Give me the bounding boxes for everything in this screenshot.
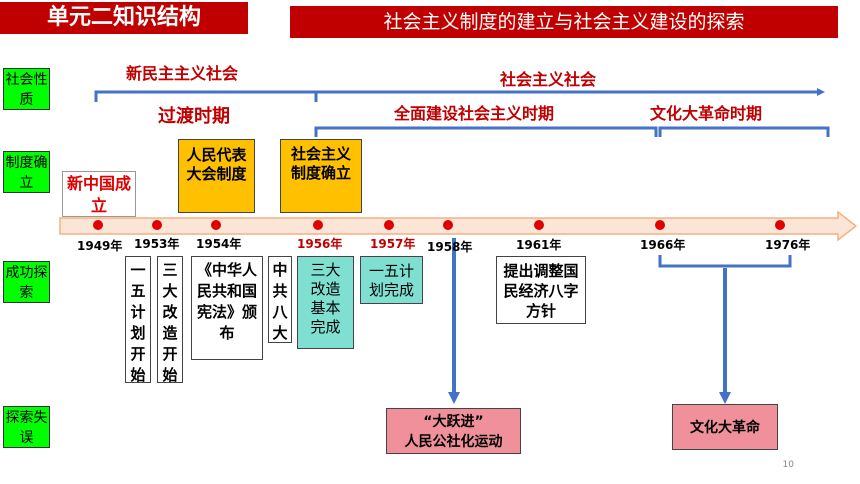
year-label: 1958年	[427, 240, 473, 254]
three-transformations-start-box: 三大改造开始	[157, 256, 183, 384]
row-label-success: 成功探索	[3, 261, 50, 303]
label-transition: 过渡时期	[158, 106, 230, 127]
new-democracy-bracket	[94, 90, 318, 102]
dot-1957	[384, 220, 394, 230]
three-transformations-done-box: 三大改造基本完成	[297, 256, 354, 349]
timeline-arrow	[59, 210, 858, 242]
cultural-period-bracket	[658, 126, 830, 137]
dot-1966	[655, 220, 665, 230]
five-year-plan-done-box: 一五计划完成	[360, 256, 423, 304]
dot-1949	[93, 220, 103, 230]
constitution-box: 《中华人民共和国宪法》颁布	[191, 256, 263, 360]
great-leap-label: “大跃进”	[423, 414, 484, 430]
dot-1958	[443, 220, 453, 230]
dot-1961	[534, 220, 544, 230]
year-label: 1953年	[134, 237, 180, 251]
year-label: 1966年	[640, 238, 686, 252]
founding-box: 新中国成立	[62, 171, 136, 217]
peoples-congress-box: 人民代表大会制度	[178, 139, 255, 213]
year-label: 1976年	[765, 238, 811, 252]
dot-1976	[775, 220, 785, 230]
five-year-plan-start-box: 一五计划开始	[125, 256, 151, 384]
year-label: 1957年	[370, 237, 416, 251]
dot-1956	[313, 220, 323, 230]
label-new-democracy: 新民主主义社会	[126, 64, 239, 83]
full-construction-bracket	[314, 126, 658, 137]
great-leap-box: “大跃进” 人民公社化运动	[386, 408, 521, 454]
dot-1953	[152, 220, 162, 230]
label-full-construction: 全面建设社会主义时期	[394, 104, 555, 123]
row-label-nature: 社会性质	[3, 68, 50, 110]
dot-1954	[211, 220, 221, 230]
eighth-congress-box: 中共八大	[268, 256, 292, 343]
socialist-system-box: 社会主义制度确立	[280, 139, 362, 213]
eight-char-policy-box: 提出调整国民经济八字方针	[496, 256, 586, 324]
year-label: 1956年	[297, 237, 343, 251]
socialist-society-bracket	[314, 88, 825, 102]
page-number: 10	[782, 460, 794, 470]
row-label-system: 制度确立	[3, 151, 50, 193]
year-label: 1961年	[516, 238, 562, 252]
cultural-lower-bracket	[658, 255, 792, 268]
year-label: 1949年	[77, 239, 123, 253]
communes-label: 人民公社化运动	[404, 434, 503, 450]
year-label: 1954年	[196, 237, 242, 251]
unit-title: 单元二知识结构	[0, 2, 248, 34]
cultural-revolution-box: 文化大革命	[672, 404, 778, 450]
unit-subtitle: 社会主义制度的建立与社会主义建设的探索	[290, 6, 838, 38]
row-label-mistake: 探索失误	[3, 406, 50, 448]
label-socialist-society: 社会主义社会	[500, 70, 597, 89]
label-cultural-period: 文化大革命时期	[650, 104, 763, 123]
